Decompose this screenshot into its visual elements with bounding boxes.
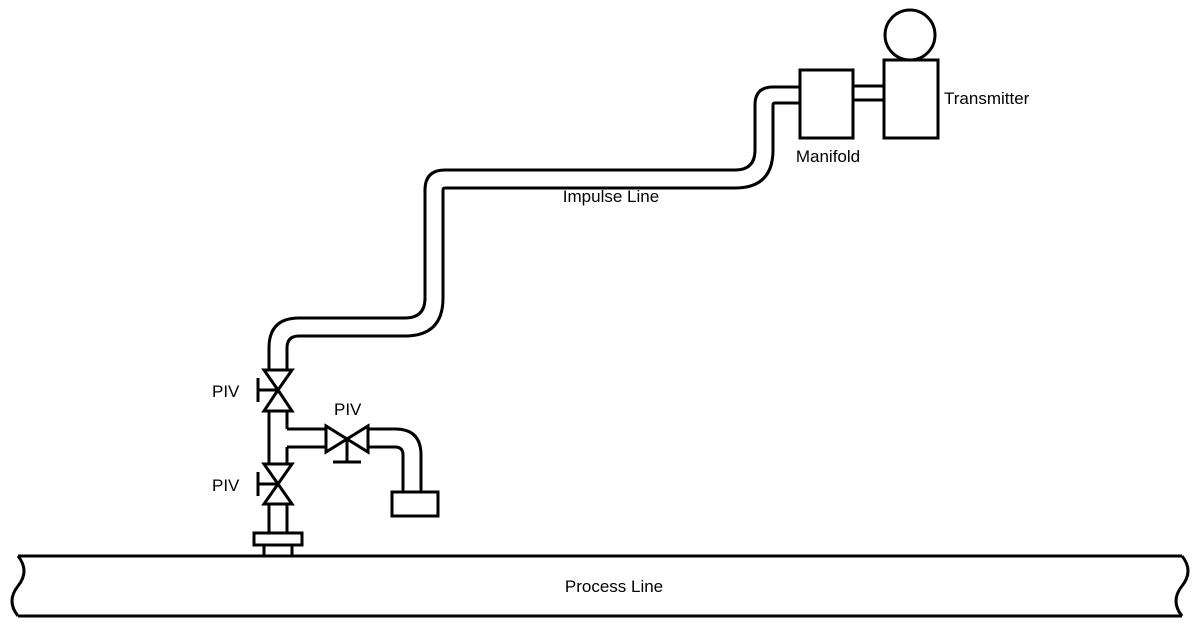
drain-piv-valve [324,423,370,464]
transmitter [882,8,940,140]
impulse-line-label: Impulse Line [563,187,659,206]
process-line-pipe [10,554,1190,618]
impulse-line-tubing [267,85,800,370]
tap-flange [252,531,304,558]
lower-piv-label: PIV [212,476,240,495]
transmitter-label: Transmitter [944,89,1030,108]
transmitter-body [882,58,940,140]
drain-pot [390,490,440,518]
upper-piv-valve [256,368,295,413]
process-line-label: Process Line [565,577,663,596]
vertical-riser-pipe [267,411,289,464]
manifold-label: Manifold [796,147,860,166]
tap-nipple [267,504,289,533]
drain-branch-pipe [287,427,423,492]
drain-piv-label: PIV [334,400,362,419]
manifold-block [798,68,855,140]
manifold-transmitter-connector [853,84,884,102]
transmitter-head [883,8,937,62]
lower-piv-valve [256,462,295,506]
upper-piv-label: PIV [212,382,240,401]
